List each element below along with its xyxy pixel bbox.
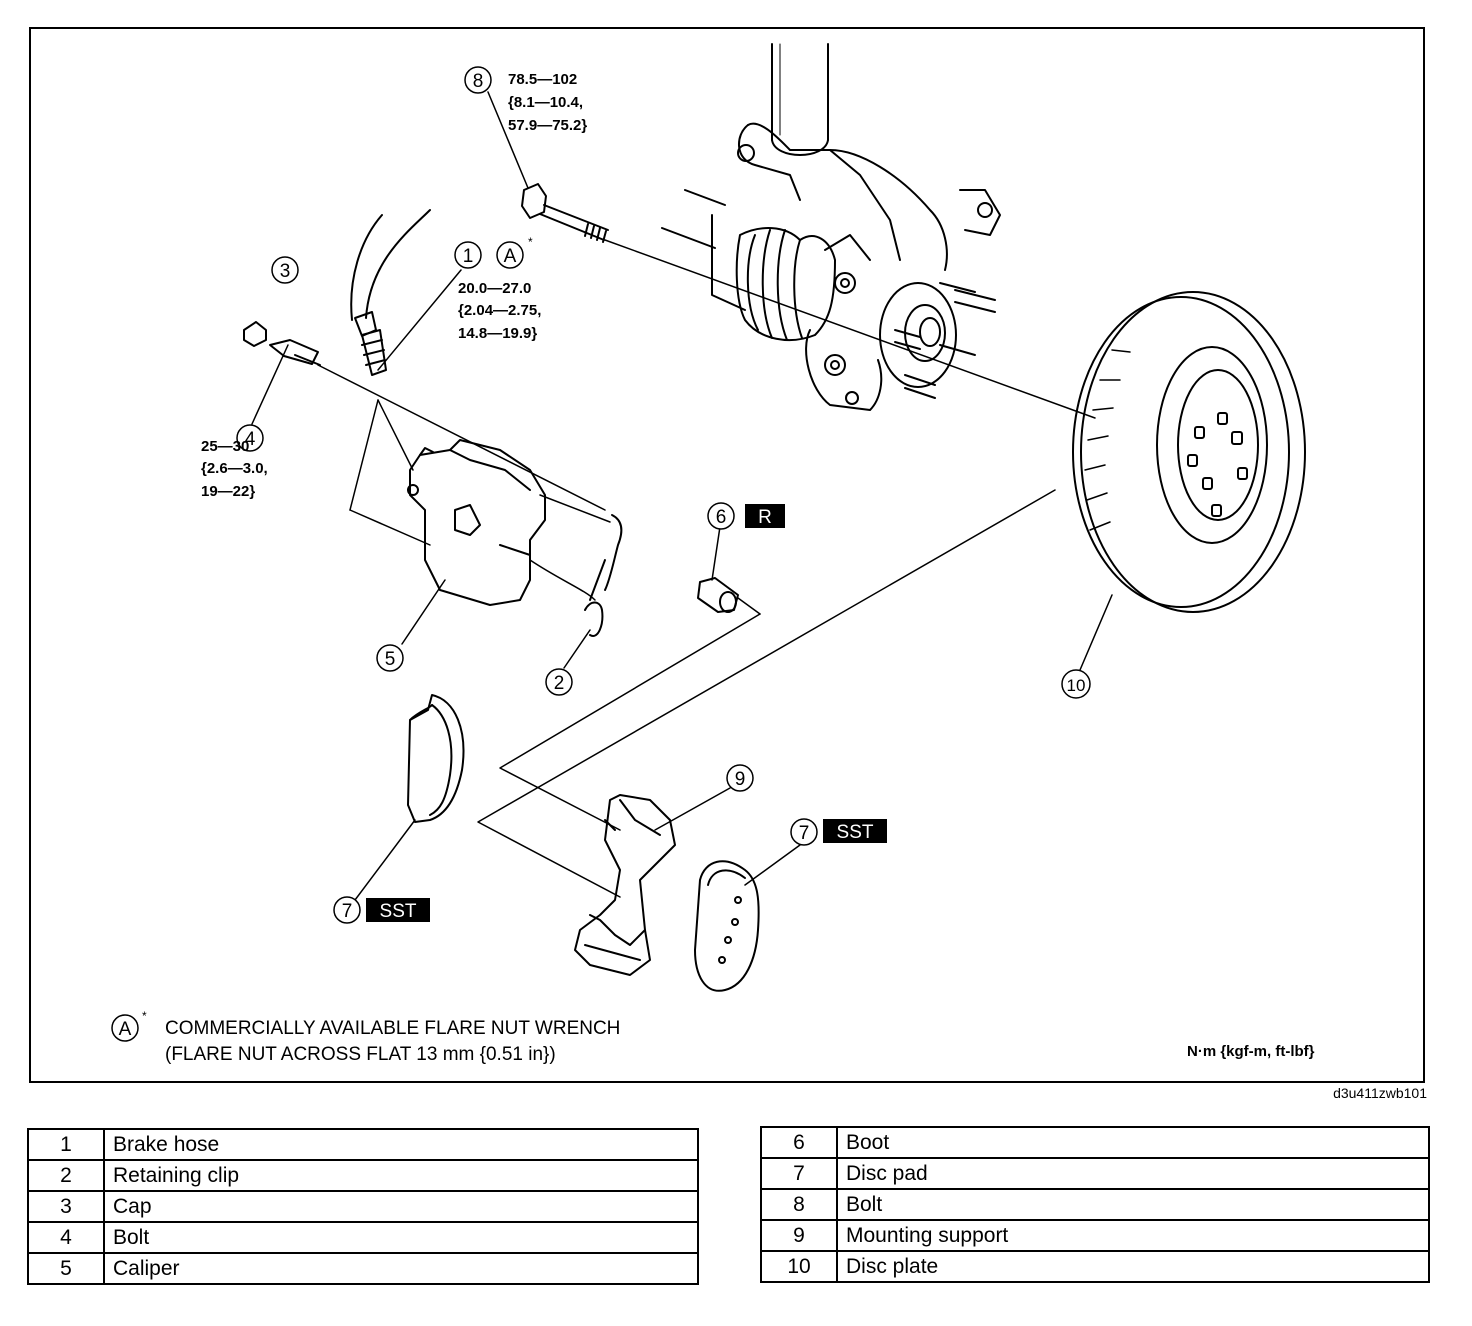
svg-text:7: 7 (342, 901, 353, 922)
torque-spec-8: 78.5—102 {8.1—10.4, 57.9—75.2} (508, 71, 587, 134)
diagram-frame (29, 27, 1425, 1083)
svg-text:4: 4 (245, 429, 256, 450)
legend-num: 8 (760, 1188, 838, 1221)
callout-6: 6 (707, 502, 735, 530)
svg-text:10: 10 (1067, 676, 1086, 695)
legend-num: 3 (27, 1190, 105, 1223)
legend-name: Bolt (836, 1188, 1430, 1221)
note-line-2: (FLARE NUT ACROSS FLAT 13 mm {0.51 in}) (165, 1044, 556, 1065)
callout-4: 4 (236, 424, 264, 452)
brake-hose-drawing (350, 209, 431, 376)
legend-name: Cap (103, 1190, 699, 1223)
svg-text:6: 6 (716, 507, 727, 528)
legend-num: 2 (27, 1159, 105, 1192)
svg-text:19—22}: 19—22} (201, 483, 255, 500)
legend-name: Bolt (103, 1221, 699, 1254)
leader-line-b (477, 489, 1056, 898)
callout-3: 3 (271, 256, 299, 284)
svg-text:20.0—27.0: 20.0—27.0 (458, 280, 531, 297)
exploded-view-diagram: 8 1 A 3 4 5 2 6 10 9 7 7 A * * R SST SST… (111, 43, 1315, 1065)
callout-2: 2 (545, 668, 573, 696)
leader-line-a (499, 613, 761, 831)
cap-bolt-drawing (243, 321, 606, 511)
badge-r: R (745, 504, 785, 528)
legend-name: Brake hose (103, 1128, 699, 1161)
svg-text:2: 2 (554, 673, 565, 694)
legend-name: Boot (836, 1126, 1430, 1159)
svg-text:57.9—75.2}: 57.9—75.2} (508, 117, 587, 134)
mounting-support-drawing (574, 794, 676, 976)
note-line-1: COMMERCIALLY AVAILABLE FLARE NUT WRENCH (165, 1018, 620, 1039)
legend-name: Caliper (103, 1252, 699, 1285)
callout-7-right: 7 (790, 818, 818, 846)
svg-text:8: 8 (473, 71, 484, 92)
caliper-drawing (349, 399, 611, 606)
legend-name: Mounting support (836, 1219, 1430, 1252)
svg-text:{2.04—2.75,: {2.04—2.75, (458, 302, 541, 319)
svg-text:A: A (119, 1019, 132, 1040)
callout-10: 10 (1061, 669, 1091, 699)
svg-text:{2.6—3.0,: {2.6—3.0, (201, 460, 268, 477)
callout-7-left: 7 (333, 896, 361, 924)
legend-num: 6 (760, 1126, 838, 1159)
legend-num: 5 (27, 1252, 105, 1285)
legend-num: 1 (27, 1128, 105, 1161)
legend-num: 7 (760, 1157, 838, 1190)
torque-spec-4: 25—30 {2.6—3.0, 19—22} (201, 438, 268, 500)
callout-leaders (251, 91, 1113, 901)
legend-name: Disc pad (836, 1157, 1430, 1190)
svg-text:78.5—102: 78.5—102 (508, 71, 577, 88)
svg-text:SST: SST (380, 901, 417, 922)
legend-name: Retaining clip (103, 1159, 699, 1192)
svg-text:14.8—19.9}: 14.8—19.9} (458, 325, 537, 342)
callout-8: 8 (464, 66, 492, 94)
svg-text:SST: SST (837, 822, 874, 843)
torque-spec-1: 20.0—27.0 {2.04—2.75, 14.8—19.9} (458, 280, 541, 342)
badge-sst-left: SST (366, 898, 430, 922)
disc-pad-left-drawing (407, 694, 465, 823)
svg-text:5: 5 (385, 649, 396, 670)
svg-text:3: 3 (280, 261, 291, 282)
svg-text:R: R (758, 507, 772, 528)
svg-text:{8.1—10.4,: {8.1—10.4, (508, 94, 583, 111)
units-label: N·m {kgf-m, ft-lbf} (1187, 1043, 1315, 1060)
badge-sst-right: SST (823, 819, 887, 843)
svg-text:1: 1 (463, 246, 474, 267)
boot-drawing (697, 577, 761, 615)
retaining-clip-drawing (529, 514, 623, 637)
disc-plate-drawing (1072, 291, 1306, 613)
callout-1: 1 (454, 241, 482, 269)
asterisk-icon: * (142, 1009, 147, 1023)
callout-9: 9 (726, 764, 754, 792)
strut-knuckle-assembly (661, 43, 1001, 411)
disc-pad-right-drawing (694, 860, 760, 992)
legend-name: Disc plate (836, 1250, 1430, 1283)
legend-num: 9 (760, 1219, 838, 1252)
image-code: d3u411zwb101 (1333, 1085, 1427, 1101)
svg-text:25—30: 25—30 (201, 438, 249, 455)
asterisk-icon: * (528, 235, 533, 249)
callout-tool-a: A (496, 241, 524, 269)
note-symbol-a: A (111, 1014, 139, 1042)
bolt-8-drawing (521, 183, 1096, 419)
svg-text:9: 9 (735, 769, 746, 790)
callout-5: 5 (376, 644, 404, 672)
legend-num: 10 (760, 1250, 838, 1283)
svg-text:A: A (504, 246, 517, 267)
svg-text:7: 7 (799, 823, 810, 844)
legend-num: 4 (27, 1221, 105, 1254)
